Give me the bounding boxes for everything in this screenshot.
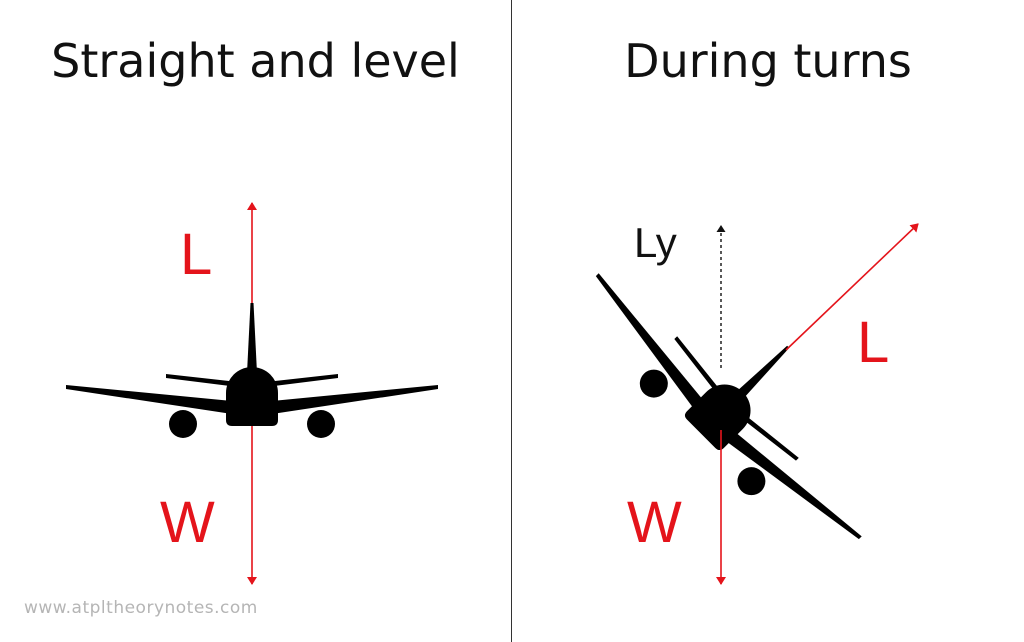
left-aircraft-icon <box>66 303 438 438</box>
left-panel-title: Straight and level <box>51 34 460 88</box>
left-lift-label: L <box>180 222 213 287</box>
right-vertical-lift-label: Ly <box>634 219 677 266</box>
right-panel-title: During turns <box>624 34 912 88</box>
watermark: www.atpltheorynotes.com <box>24 598 258 618</box>
right-aircraft-banked-icon <box>561 215 920 574</box>
right-weight-label: W <box>627 490 682 555</box>
left-weight-label: W <box>160 490 215 555</box>
panel-divider <box>511 0 512 642</box>
right-lift-label: L <box>857 310 890 375</box>
right-lift-arrow <box>785 223 919 351</box>
